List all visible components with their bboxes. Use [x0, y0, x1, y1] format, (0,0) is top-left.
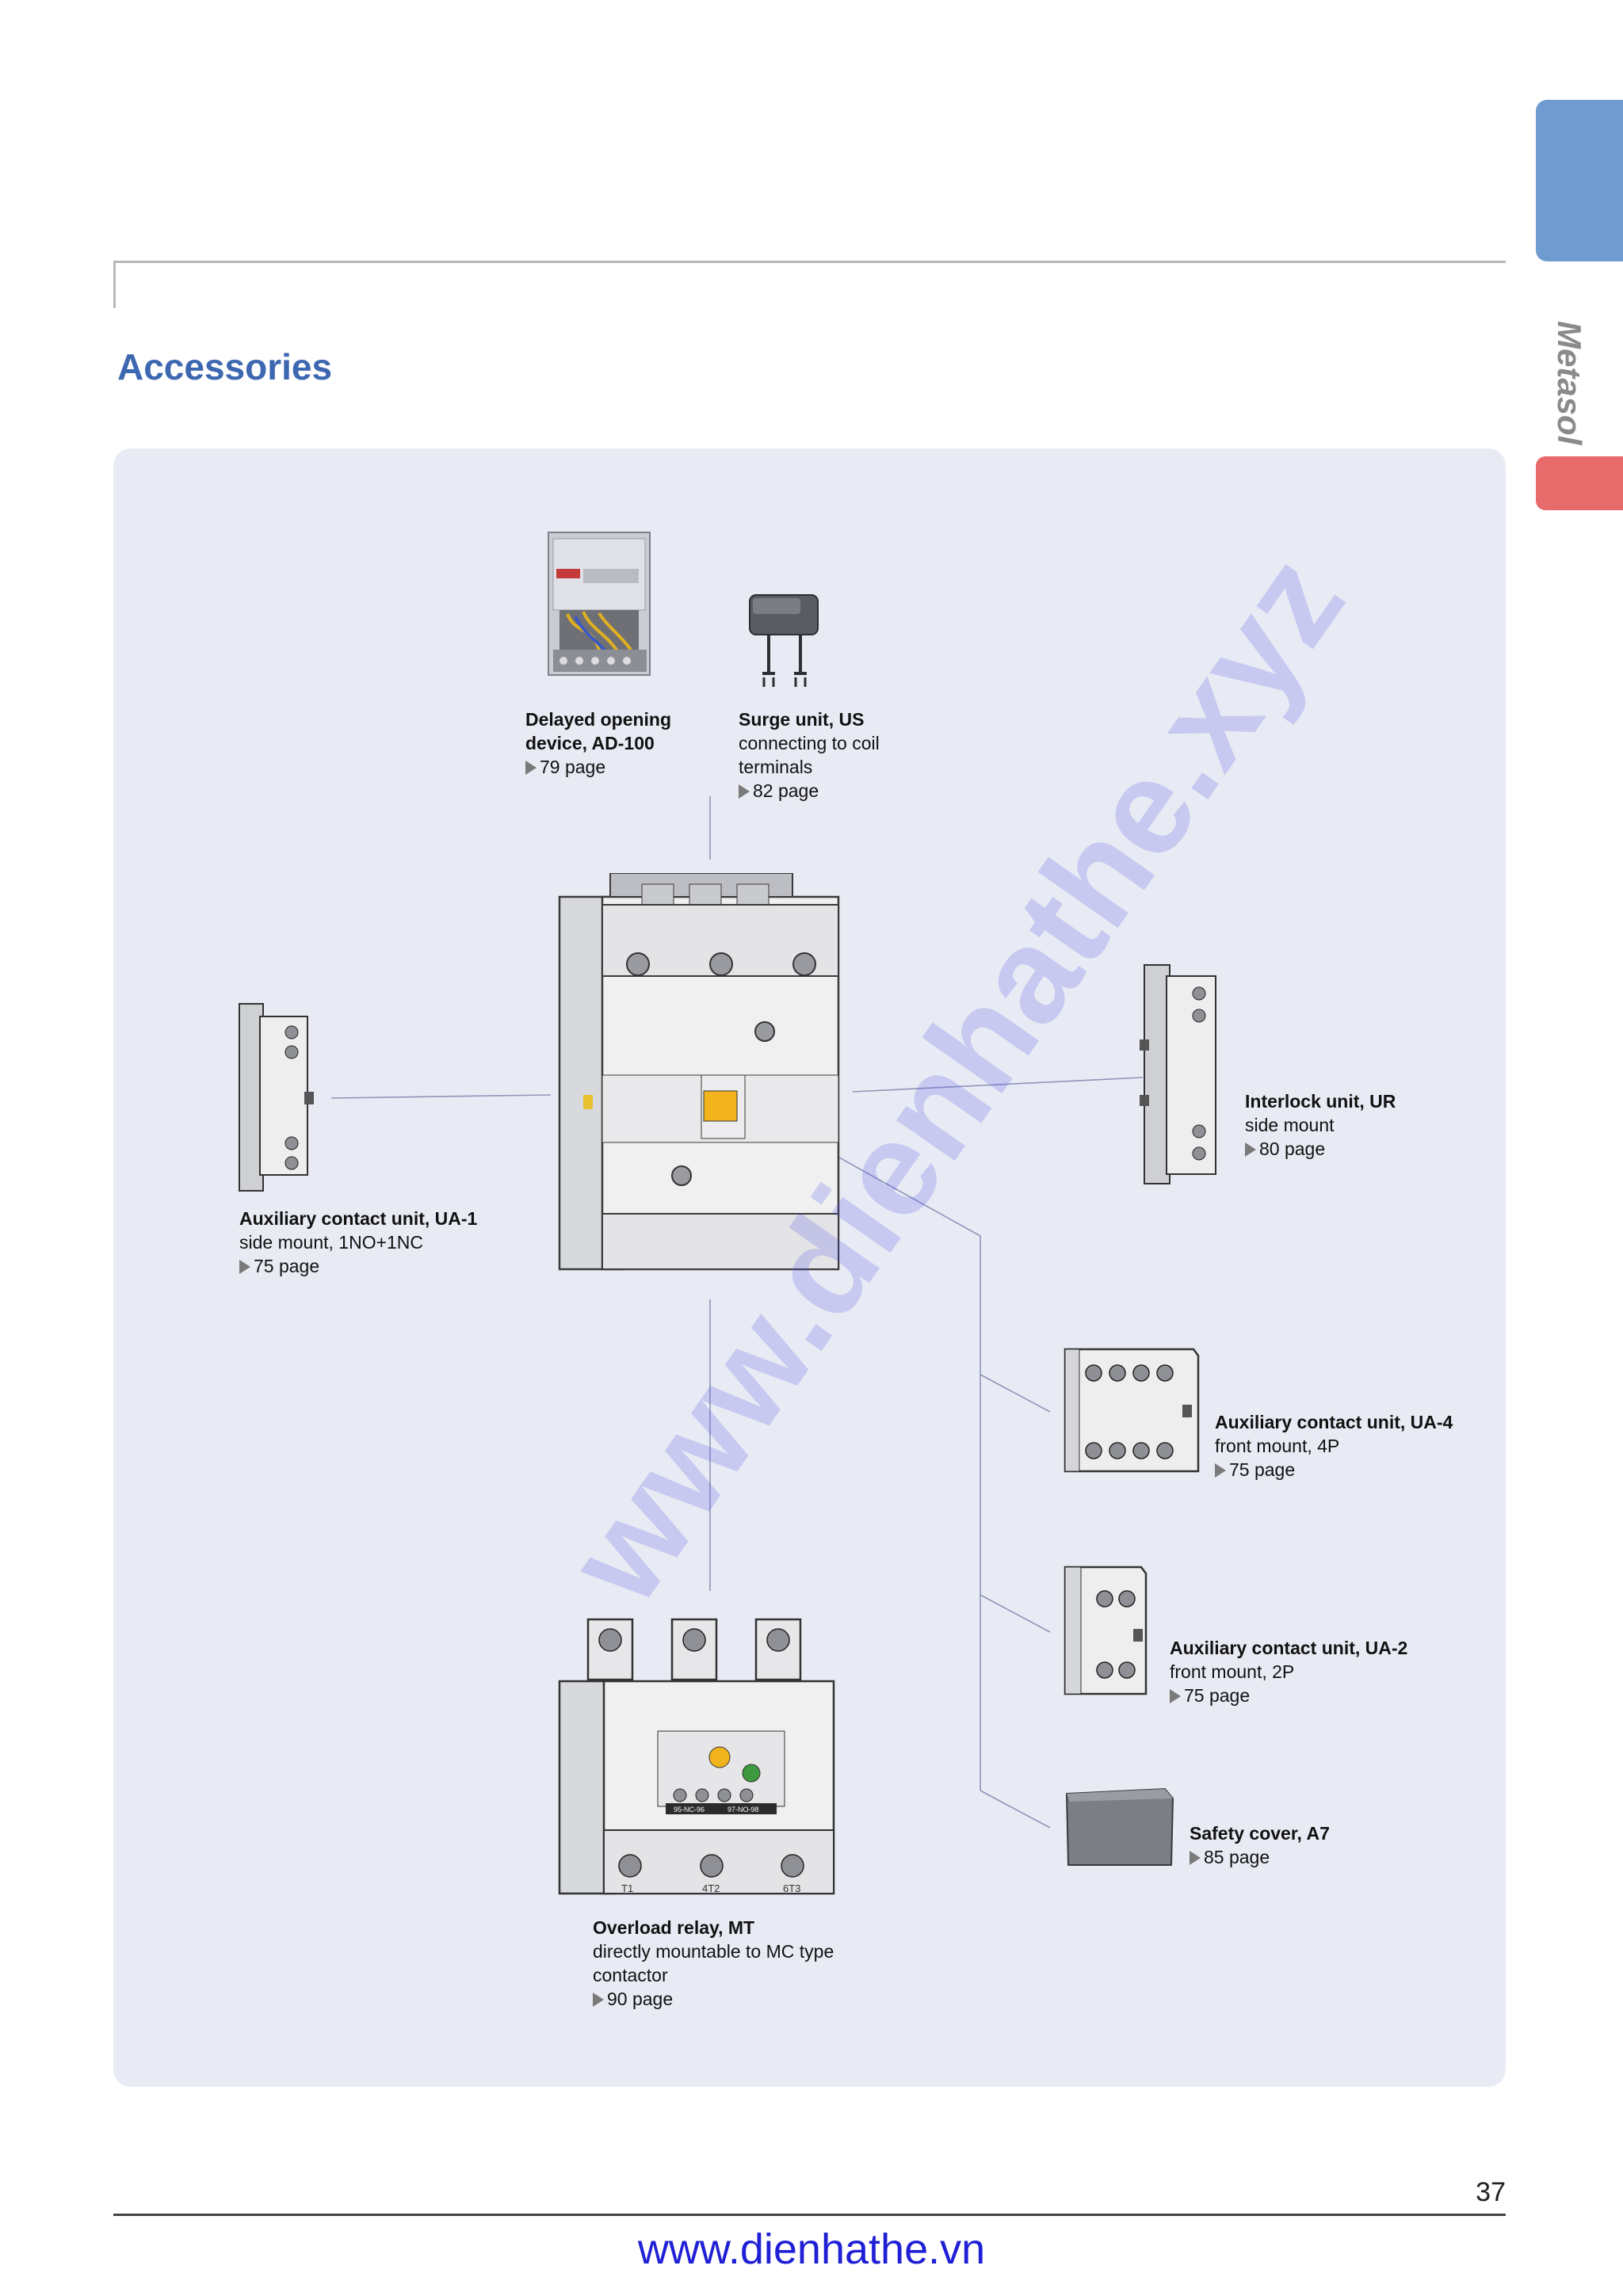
caption-ua2-desc: front mount, 2P: [1170, 1661, 1295, 1682]
caption-surge: Surge unit, US connecting to coil termin…: [739, 707, 880, 803]
caption-ua1-page-link[interactable]: 75 page: [239, 1254, 477, 1278]
caption-ua2-page-link[interactable]: 75 page: [1170, 1684, 1407, 1707]
ua1-image: [239, 1003, 314, 1192]
caption-ur-desc: side mount: [1245, 1115, 1335, 1135]
relay-terminal-t2: 4T2: [702, 1882, 720, 1894]
caption-mt-desc: directly mountable to MC type: [593, 1941, 834, 1962]
caption-mt-title: Overload relay, MT: [593, 1917, 755, 1938]
caption-surge-page-link[interactable]: 82 page: [739, 779, 880, 803]
caption-ua2: Auxiliary contact unit, UA-2 front mount…: [1170, 1636, 1407, 1707]
page-number: 37: [1476, 2177, 1506, 2207]
caption-ua4: Auxiliary contact unit, UA-4 front mount…: [1215, 1410, 1453, 1482]
connector-ua4: [980, 1374, 1051, 1413]
connector-ua2: [980, 1594, 1051, 1633]
caption-ua4-desc: front mount, 4P: [1215, 1436, 1340, 1456]
relay-contact-label-b: 97-NO-98: [727, 1806, 759, 1814]
caption-a7-title: Safety cover, A7: [1190, 1823, 1330, 1844]
connector-ur: [852, 1077, 1144, 1093]
connector-ua1: [330, 1094, 552, 1099]
caption-ad100-title-line2: device, AD-100: [525, 733, 655, 753]
caption-ad100-page-link[interactable]: 79 page: [525, 755, 671, 779]
caption-ur: Interlock unit, UR side mount 80 page: [1245, 1089, 1396, 1161]
overload-relay-image: 95-NC-96 97-NO-98 T1 4T2 6T3: [558, 1618, 835, 1895]
caption-ad100-title: Delayed opening: [525, 709, 672, 730]
contactor-image: [558, 873, 840, 1271]
caption-ua1-desc: side mount, 1NO+1NC: [239, 1232, 424, 1253]
section-title: Accessories: [117, 346, 333, 387]
surge-unit-image: [749, 594, 819, 687]
caption-ur-title: Interlock unit, UR: [1245, 1091, 1396, 1112]
caption-ua1: Auxiliary contact unit, UA-1 side mount,…: [239, 1207, 477, 1278]
relay-terminal-t3: 6T3: [783, 1882, 800, 1894]
caption-ua4-title: Auxiliary contact unit, UA-4: [1215, 1412, 1453, 1432]
caption-mt-page-link[interactable]: 90 page: [593, 1987, 834, 2011]
caption-surge-desc-line2: terminals: [739, 757, 813, 777]
caption-ua4-page-link[interactable]: 75 page: [1215, 1458, 1453, 1482]
relay-terminal-t1: T1: [621, 1882, 633, 1894]
caption-surge-desc: connecting to coil: [739, 733, 880, 753]
caption-ur-page-link[interactable]: 80 page: [1245, 1137, 1396, 1161]
caption-mt: Overload relay, MT directly mountable to…: [593, 1916, 834, 2011]
ur-image: [1140, 964, 1216, 1184]
header-rule: [113, 261, 1506, 263]
caption-mt-desc-line2: contactor: [593, 1965, 668, 1985]
ua2-image: [1064, 1566, 1148, 1695]
relay-contact-label-a: 95-NC-96: [674, 1806, 705, 1814]
caption-a7-page-link[interactable]: 85 page: [1190, 1845, 1330, 1869]
ua4-image: [1064, 1348, 1200, 1473]
edge-tab-blue: [1536, 100, 1623, 261]
caption-ua1-title: Auxiliary contact unit, UA-1: [239, 1208, 478, 1229]
edge-tab-red: [1536, 456, 1623, 510]
connector-a7: [980, 1790, 1051, 1829]
safety-cover-image: [1065, 1787, 1174, 1866]
caption-surge-title: Surge unit, US: [739, 709, 865, 730]
header-rule-tick: [113, 261, 116, 308]
caption-ua2-title: Auxiliary contact unit, UA-2: [1170, 1638, 1408, 1658]
footer-website-link[interactable]: www.dienhathe.vn: [637, 2225, 986, 2273]
ad100-image: [548, 532, 651, 676]
caption-a7: Safety cover, A7 85 page: [1190, 1821, 1330, 1869]
caption-ad100: Delayed opening device, AD-100 79 page: [525, 707, 671, 779]
footer-rule: [113, 2214, 1506, 2216]
